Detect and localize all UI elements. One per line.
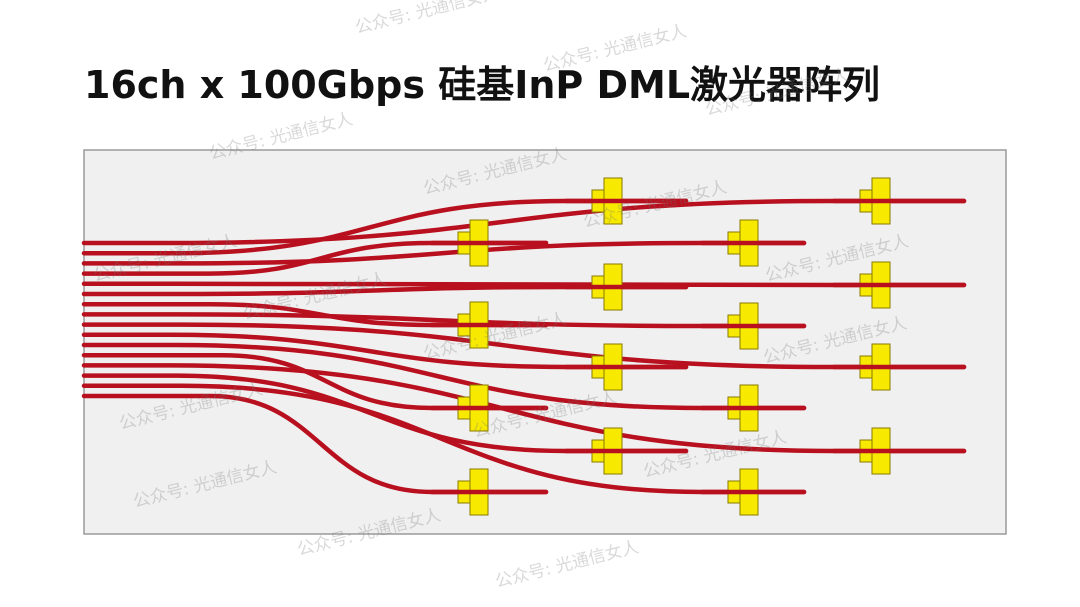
waveguide-15 xyxy=(81,383,807,495)
waveguide-4 xyxy=(81,240,549,276)
waveguide-10 xyxy=(81,332,689,370)
waveguide-11 xyxy=(81,342,807,411)
waveguide-8 xyxy=(81,312,807,329)
laser-group xyxy=(429,177,967,516)
dml-laser-12 xyxy=(727,384,759,432)
waveguide-12 xyxy=(81,352,549,411)
waveguide-1 xyxy=(81,198,967,246)
waveguide-3 xyxy=(81,240,807,266)
page-title: 16ch x 100Gbps 硅基InP DML激光器阵列 xyxy=(84,63,881,107)
chip-substrate xyxy=(83,149,1007,535)
waveguide-5 xyxy=(81,281,967,288)
waveguide-group xyxy=(81,198,967,495)
waveguide-6 xyxy=(81,284,689,297)
waveguide-9 xyxy=(81,322,967,370)
waveguide-2 xyxy=(81,198,689,256)
waveguide-16 xyxy=(81,393,549,495)
